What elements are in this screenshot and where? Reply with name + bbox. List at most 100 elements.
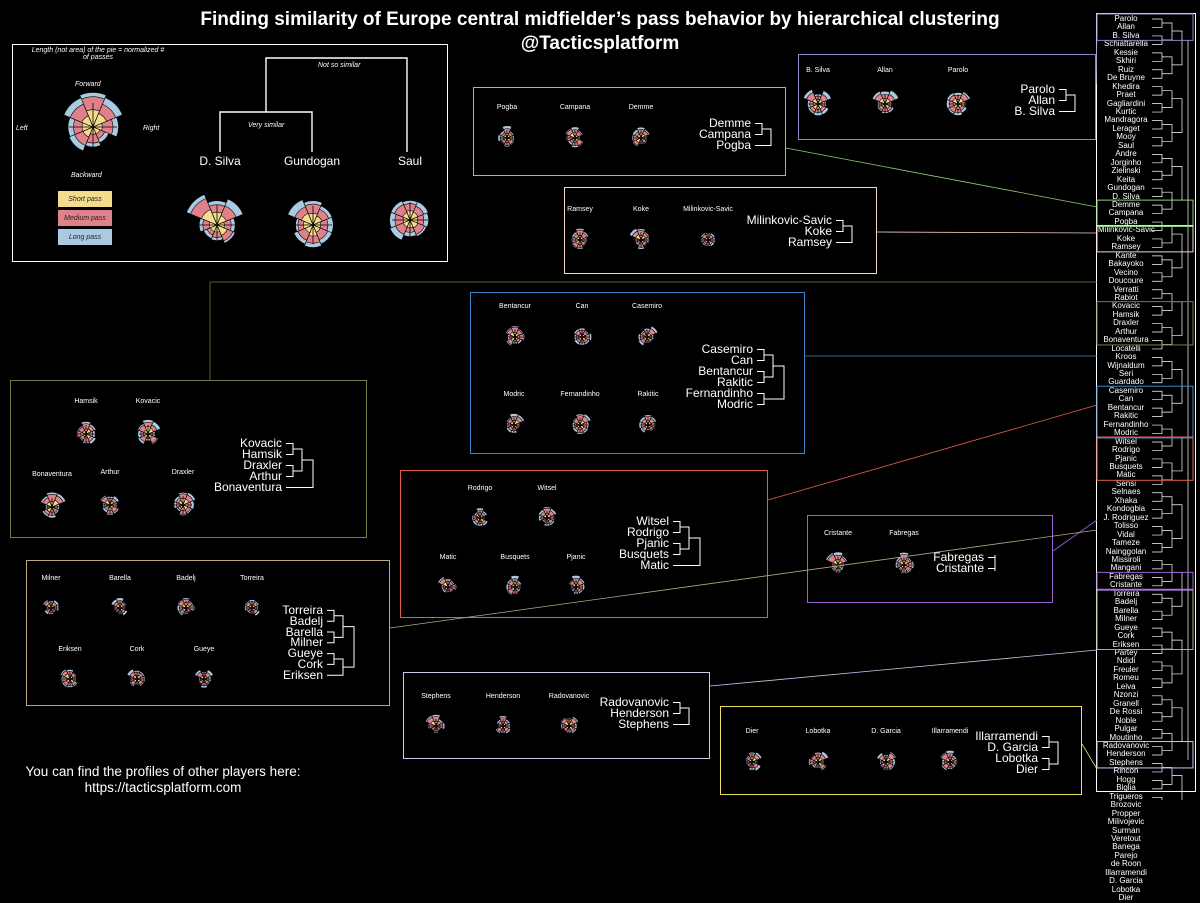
full-list-player: D. Silva [1112,191,1140,201]
cluster-box-dier [720,706,1082,795]
full-list-player: Gagliardini [1106,98,1146,108]
full-list-player: Henderson [1106,749,1146,759]
full-list-player: Veretout [1111,833,1141,843]
dendrogram-tree [673,521,701,566]
dendrogram-label: Fernandinho [685,386,753,400]
player-caption: Torreira [240,575,264,582]
player-caption: Busquets [500,554,530,561]
dendrogram-label: Draxler [243,458,282,472]
player-pie-casemiro [637,325,659,347]
dendrogram-label: Bentancur [698,364,753,378]
legend-pie-gundogan [287,199,334,248]
full-list-player: Allan [1117,22,1135,32]
legend-player-3: Saul [397,154,423,168]
full-list-player: Rabiot [1114,292,1138,302]
player-pie-rodrigo [471,507,489,527]
player-caption: Lobotka [805,728,831,735]
full-list-player: Rincon [1113,766,1139,776]
full-list-player: Fabregas [1109,571,1143,581]
footer-line-1: You can find the profiles of other playe… [25,764,301,779]
player-pie-modric [505,413,525,434]
full-dendrogram-tree [1152,18,1189,800]
dendrogram-label: Cristante [935,561,984,575]
legend-short-label: Short pass [68,195,102,203]
full-list-player: Kovacic [1111,301,1140,311]
player-caption: Draxler [171,469,195,476]
dendrogram-label: Demme [708,116,751,130]
legend-right: Right [143,125,160,132]
full-list-player: Mangani [1110,563,1142,573]
legend-player-1: D. Silva [199,154,241,168]
player-caption: Pjanic [566,554,586,561]
full-list-player: Granell [1113,698,1139,708]
legend-forward: Forward [75,81,101,88]
full-list-player: Partey [1114,647,1138,657]
full-list-player: Tameze [1111,538,1140,548]
full-list-player: Nainggolan [1105,546,1147,556]
dendrogram-label: Busquets [618,547,669,561]
player-pie-witsel [537,506,557,527]
dendrogram-label: Parolo [1020,82,1055,96]
full-list-player: Skhiri [1115,56,1136,66]
full-list-player: Missiroli [1111,555,1141,564]
full-list-player: Matic [1116,470,1136,480]
full-list-player: Wijnaldum [1107,360,1145,370]
player-pie-barella [110,597,129,617]
full-list-player: Gueye [1114,622,1138,632]
cluster-box-ramsey [564,187,877,274]
full-list-player: Moutinho [1109,732,1143,742]
full-list-player: B. Silva [1112,30,1140,40]
full-list-player: Keita [1116,174,1136,184]
player-caption: Bentancur [499,303,531,310]
full-list-player: Leraget [1112,123,1140,133]
player-caption: Radovanovic [548,693,590,700]
dendrogram-label: Hamsik [241,447,282,461]
dendrogram-label: D. Garcia [987,740,1038,754]
player-pie-can [573,327,593,346]
full-list-player: Kroos [1115,352,1137,362]
full-list-player: Locatelli [1111,343,1141,353]
dendrogram-label: Stephens [618,717,669,731]
footer: You can find the profiles of other playe… [8,764,318,796]
full-list-player: Fernandinho [1103,419,1149,429]
player-pie-busquets [505,575,523,596]
full-list-player: D. Garcia [1109,876,1143,886]
full-list-player: Bonaventura [1103,335,1149,345]
player-pie-stephens [424,714,446,734]
player-caption: Kovacic [135,398,161,405]
full-list-player: Arthur [1115,326,1137,336]
dendrogram-label: Fabregas [933,550,984,564]
dendrogram-label: Casemiro [701,342,753,356]
dendrogram-label: B. Silva [1014,104,1055,118]
cluster-box-hamsik [10,380,367,538]
full-list-player: Can [1118,394,1134,404]
full-list-player: Brozovic [1110,800,1142,810]
player-caption: Rakitic [637,391,659,398]
full-list-player: Jorginho [1110,157,1142,167]
full-list-player: Praet [1116,90,1136,100]
legend-pie-silva [186,194,244,246]
dendrogram-label: Arthur [249,469,282,483]
full-list-player: Casemiro [1108,385,1144,395]
player-caption: Koke [633,206,649,213]
full-list-player: Hogg [1116,774,1136,784]
player-pie-eriksen [59,668,79,688]
player-caption: Demme [628,104,654,111]
player-caption: Fabregas [889,530,919,537]
dendrogram-label: Witsel [636,514,669,528]
dendrogram-label: Allan [1028,93,1055,107]
dendrogram-tree [1042,736,1059,770]
footer-link[interactable]: https://tacticsplatform.com [84,780,242,795]
dendrogram-tree [757,349,785,405]
full-list-player: Kondogbia [1106,504,1146,514]
full-list-player: Cristante [1109,580,1142,590]
full-list-player: Propper [1111,808,1141,818]
player-caption: Illarramendi [931,728,969,735]
dendrogram-label: Modric [716,397,753,411]
title-line-2: @Tacticsplatform [520,33,680,54]
player-pie-matic [437,576,457,595]
player-caption: Badelj [176,575,196,582]
dendrogram-label: Dier [1015,762,1038,776]
full-list-player: Radovanovic [1102,740,1150,750]
full-list-player: Kante [1115,250,1137,260]
